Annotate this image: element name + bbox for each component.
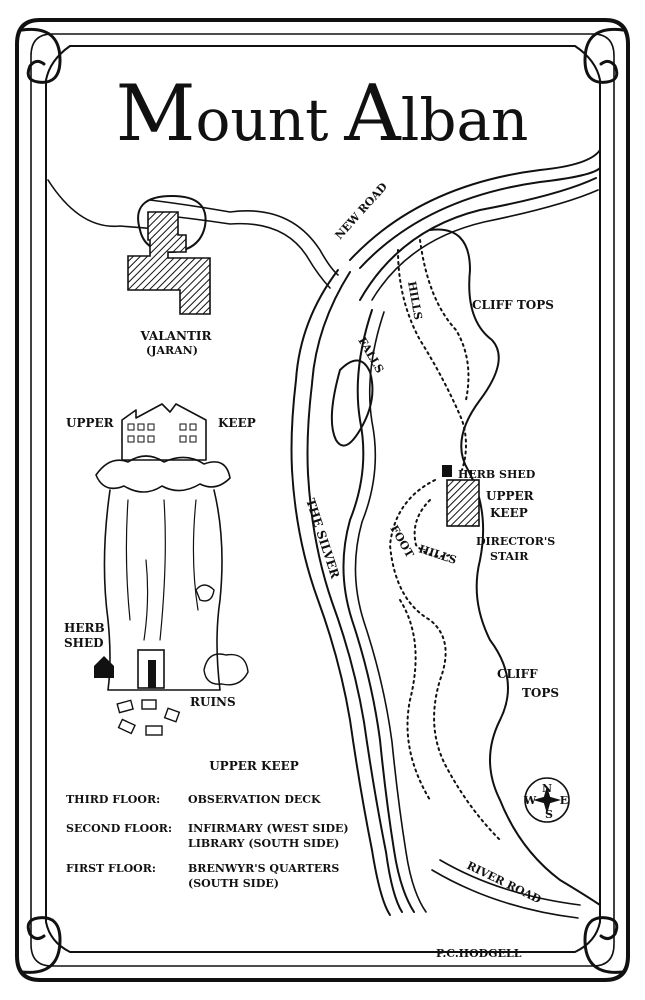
compass-n: N <box>542 782 552 795</box>
legend-room-brenwyr: BRENWYR'S QUARTERS <box>188 862 339 875</box>
artist-credit: P.C.HODGELL <box>436 947 522 960</box>
label-herb-shed-2: SHED <box>64 636 104 650</box>
legend-room-infirmary: INFIRMARY (WEST SIDE) <box>188 822 349 835</box>
title-cap-a: A <box>343 69 402 159</box>
legend-floor-third: THIRD FLOOR: <box>66 793 160 806</box>
label-directors-stair-1: DIRECTOR'S <box>476 535 555 548</box>
label-river-road: RIVER ROAD <box>465 859 544 906</box>
compass-rose: N S E W <box>523 777 570 823</box>
legend-room-south-side: (SOUTH SIDE) <box>188 877 279 890</box>
legend-room-library: LIBRARY (SOUTH SIDE) <box>188 837 339 850</box>
label-cliff-tops-top: CLIFF TOPS <box>472 298 554 312</box>
label-herb-shed-map: HERB SHED <box>458 468 536 481</box>
label-valantir: VALANTIR <box>140 329 213 343</box>
legend-floor-second: SECOND FLOOR: <box>66 822 172 835</box>
label-cliff-tops-bottom-1: CLIFF <box>497 667 538 681</box>
legend-heading: UPPER KEEP <box>209 759 299 773</box>
label-herb-shed-1: HERB <box>64 621 105 635</box>
compass-s: S <box>545 808 553 821</box>
label-new-road: NEW ROAD <box>333 180 391 242</box>
label-upper-keep-map-2: KEEP <box>490 506 528 520</box>
label-jaran: (JARAN) <box>146 344 198 357</box>
label-directors-stair-2: STAIR <box>490 550 529 563</box>
label-hills-foot: HILLS <box>417 542 458 566</box>
upper-keep-map-building <box>442 465 480 527</box>
valantir-building <box>127 211 211 315</box>
compass-e: E <box>560 794 568 807</box>
legend-floor-first: FIRST FLOOR: <box>66 862 156 875</box>
label-upper-keep-right: KEEP <box>218 416 256 430</box>
keep-legend: UPPER KEEP THIRD FLOOR: OBSERVATION DECK… <box>66 759 349 890</box>
title-rest-ount: ount <box>195 86 328 154</box>
compass-w: W <box>523 794 537 807</box>
terrain <box>47 149 601 919</box>
title-cap-m: M <box>116 69 196 159</box>
legend-room-observation-deck: OBSERVATION DECK <box>188 793 321 806</box>
label-cliff-tops-bottom-2: TOPS <box>522 686 559 700</box>
ornamental-border <box>15 18 630 982</box>
tower-illustration <box>94 403 249 736</box>
title-rest-lban: lban <box>401 86 529 154</box>
label-ruins: RUINS <box>190 695 236 709</box>
label-upper-keep-left: UPPER <box>66 416 115 430</box>
label-upper-keep-map-1: UPPER <box>486 489 535 503</box>
